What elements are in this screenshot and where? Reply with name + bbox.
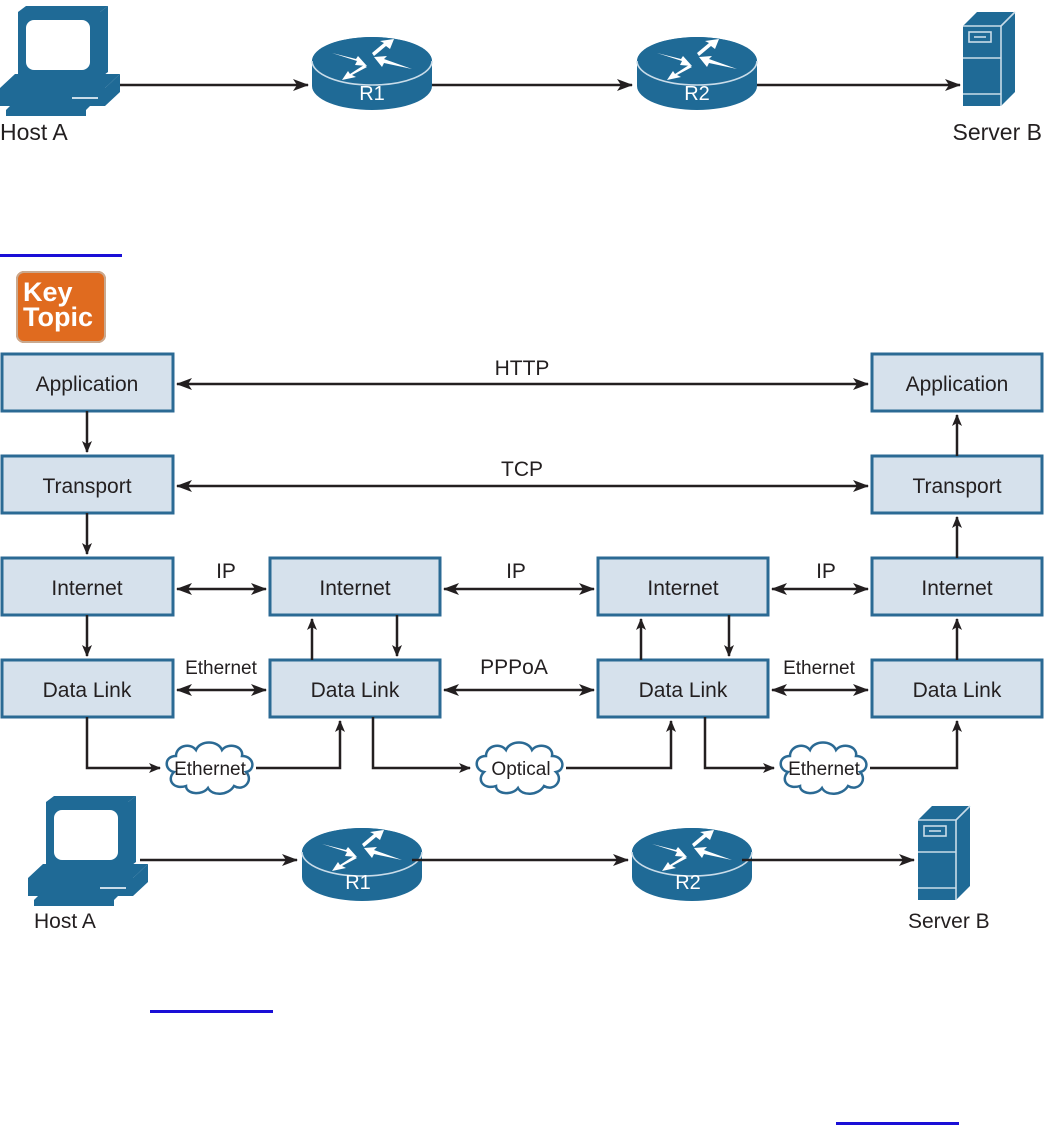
server-b-datalink-box: [870, 658, 1044, 719]
bottom-server-b-icon: [917, 805, 971, 901]
server-b-icon: [962, 11, 1016, 107]
top-figure: R1 R2 Host A Server B: [0, 5, 1042, 145]
host-a-internet-label: Internet: [51, 577, 122, 600]
r2-datalink-box: [596, 658, 770, 719]
r1-to-optical-cloud-path: [371, 717, 471, 773]
host-a-datalink-label: Data Link: [43, 679, 132, 702]
r1-datalink-box: [268, 658, 442, 719]
bottom-server-b-label: Server B: [908, 910, 990, 933]
http-protocol-label: HTTP: [495, 357, 550, 380]
ip-label-3: IP: [816, 560, 836, 583]
server-b-application-box: [870, 352, 1044, 413]
r2-internet-box: [596, 556, 770, 617]
tcpip-stack-diagram: Application Transport Internet Data Link…: [0, 352, 1044, 796]
server-b-transport-label: Transport: [912, 475, 1001, 498]
figure-reference-link-1[interactable]: [0, 254, 122, 257]
tcp-protocol-label: TCP: [501, 458, 543, 481]
server-b-label: Server B: [953, 119, 1042, 145]
r1-label: R1: [359, 83, 385, 105]
host-a-application-label: Application: [36, 373, 139, 396]
ethernet-dl-label-2: Ethernet: [783, 658, 856, 679]
ip-label-1: IP: [216, 560, 236, 583]
ethernet-cloud-1-label: Ethernet: [174, 759, 247, 780]
server-b-application-label: Application: [906, 373, 1009, 396]
bottom-r1-label: R1: [345, 872, 371, 894]
bottom-figure: R1 R2 Host A Server B: [27, 795, 990, 933]
r2-to-ethernet-cloud-path: [703, 717, 775, 773]
bottom-r2-label: R2: [675, 872, 701, 894]
r1-internet-box: [268, 556, 442, 617]
ethernet-dl-label-1: Ethernet: [185, 658, 258, 679]
r2-internet-label: Internet: [647, 577, 718, 600]
host-a-transport-box: [0, 454, 175, 515]
r2-datalink-label: Data Link: [639, 679, 728, 702]
host-a-transport-label: Transport: [42, 475, 131, 498]
r1-datalink-label: Data Link: [311, 679, 400, 702]
ethernet-cloud-to-server-b-path: [870, 720, 962, 770]
server-b-internet-box: [870, 556, 1044, 617]
ethernet-cloud-to-r1-path: [256, 720, 345, 770]
key-topic-line-2: Topic: [23, 302, 93, 332]
optical-cloud-label: Optical: [491, 759, 550, 780]
key-topic-line-1: Key: [23, 277, 73, 307]
r1-internet-label: Internet: [319, 577, 390, 600]
host-a-application-box: [0, 352, 175, 413]
figure-reference-link-2[interactable]: [150, 1010, 273, 1013]
r2-label: R2: [684, 83, 710, 105]
host-a-label: Host A: [0, 119, 68, 145]
host-a-pc-icon: [0, 5, 121, 117]
bottom-host-a-pc-icon: [27, 795, 149, 907]
ip-label-2: IP: [506, 560, 526, 583]
server-b-datalink-label: Data Link: [913, 679, 1002, 702]
pppoa-label: PPPoA: [480, 656, 548, 679]
bottom-host-a-label: Host A: [34, 910, 96, 933]
host-a-internet-box: [0, 556, 175, 617]
host-a-to-ethernet-cloud-path: [85, 717, 161, 773]
optical-cloud-to-r2-path: [566, 720, 676, 770]
server-b-internet-label: Internet: [921, 577, 992, 600]
figure-reference-link-3[interactable]: [836, 1122, 959, 1125]
ethernet-cloud-2-label: Ethernet: [788, 759, 861, 780]
key-topic-badge: Key Topic: [16, 271, 106, 343]
